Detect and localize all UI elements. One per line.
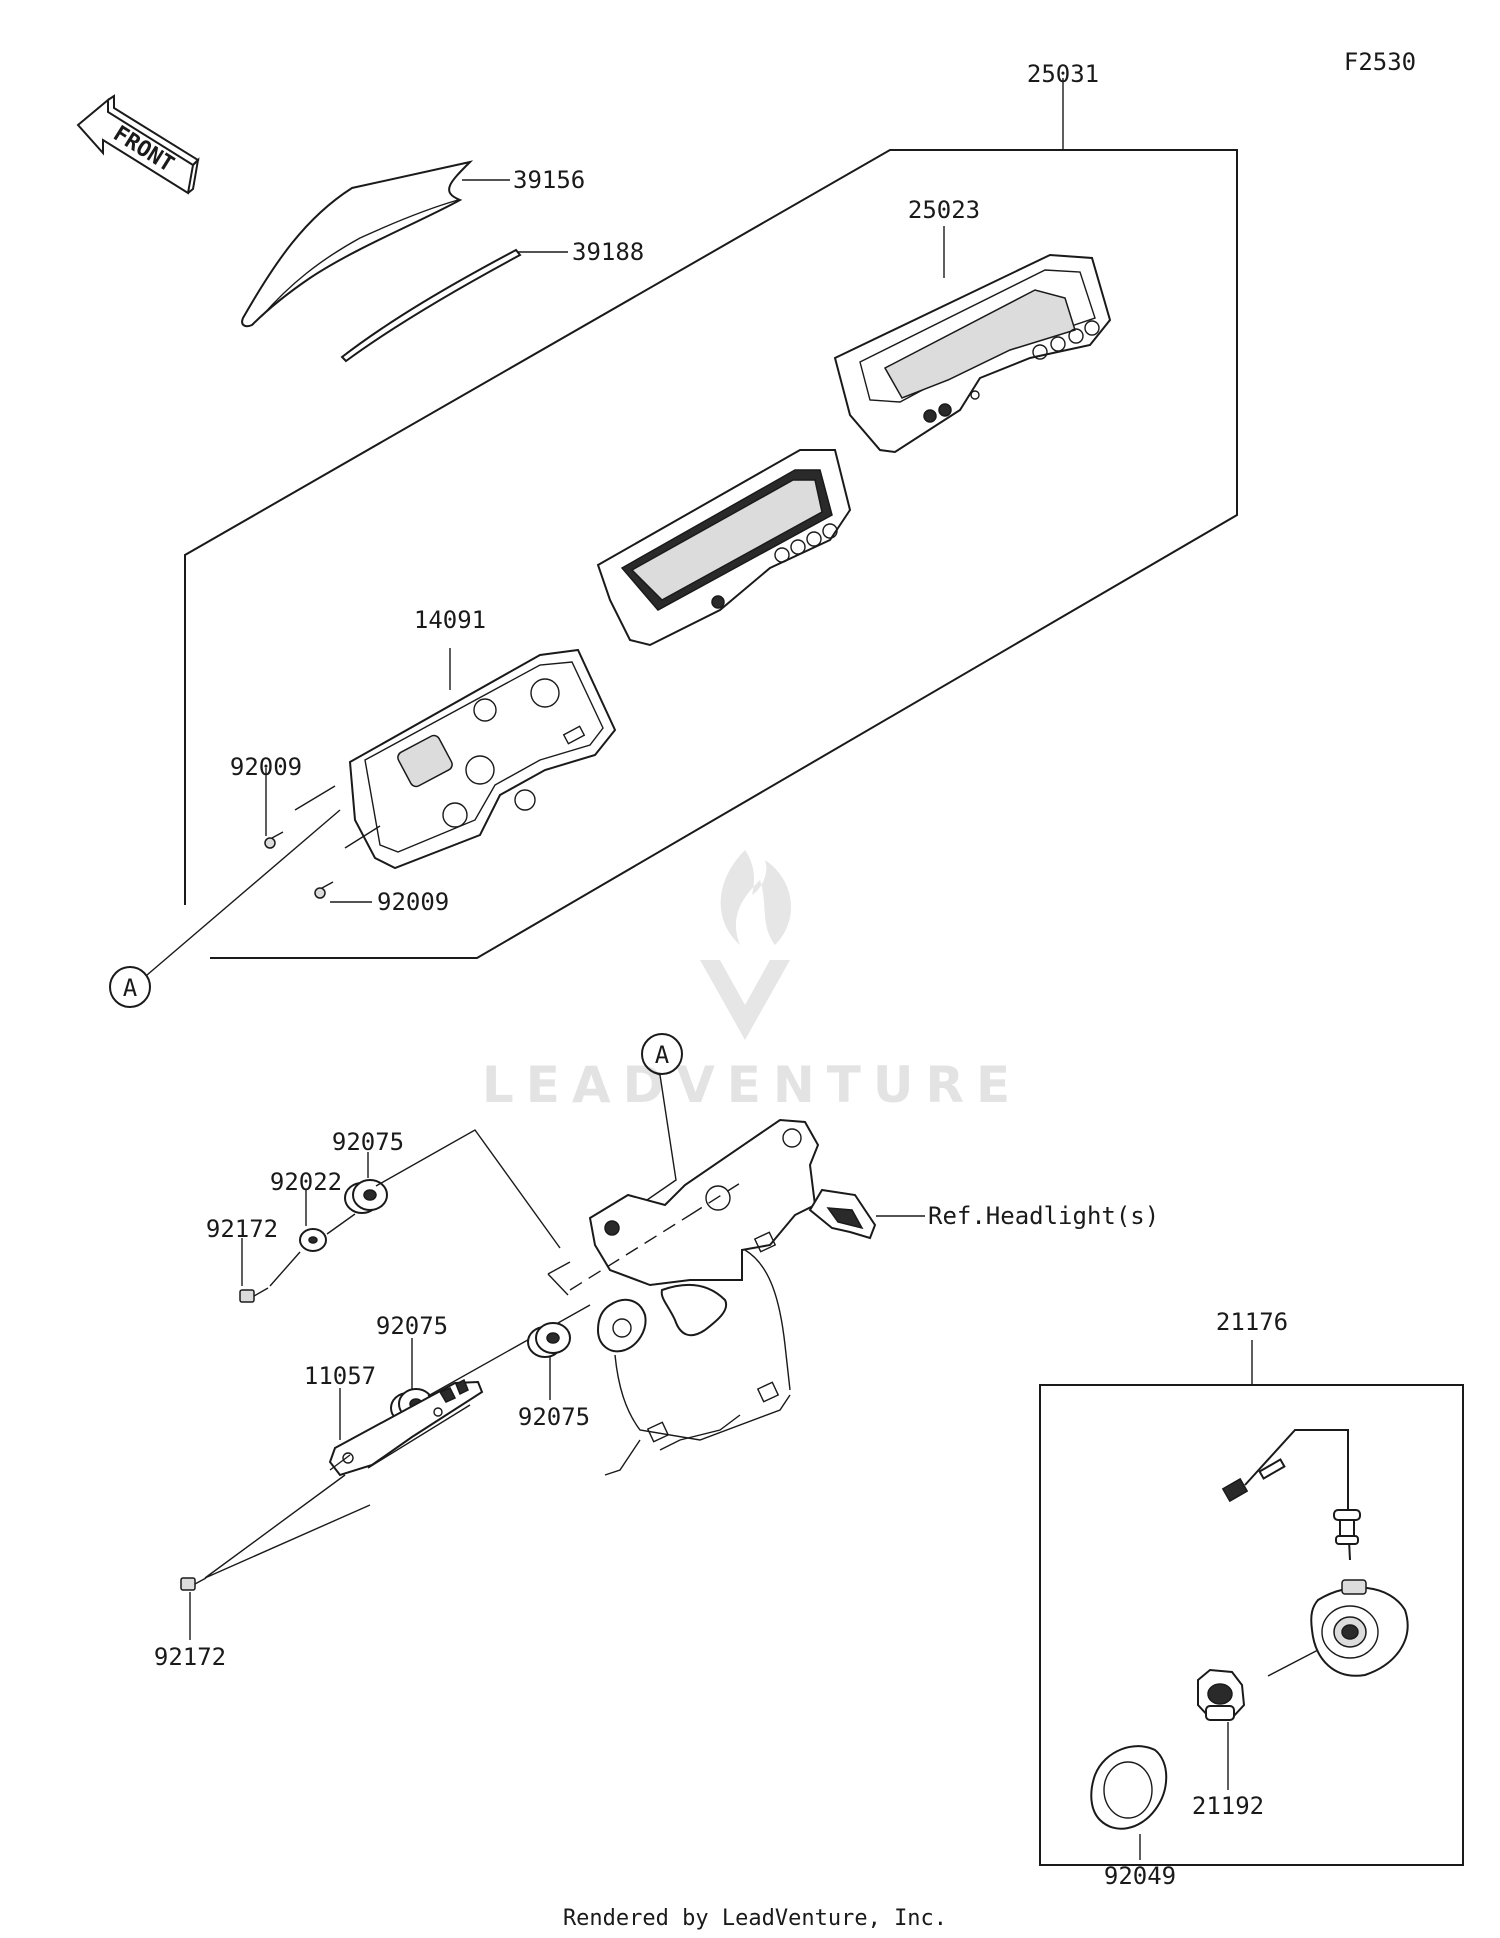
- meter-cover-25023[interactable]: [833, 253, 1112, 454]
- kit-box-25031: [184, 78, 1238, 959]
- label-25023: 25023: [908, 196, 980, 224]
- label-92009-lower: 92009: [377, 888, 449, 916]
- callout-a-top: [109, 966, 151, 1008]
- callout-a-bottom: [641, 1033, 683, 1075]
- meter-case-details: [397, 678, 586, 828]
- bracket-11057[interactable]: [328, 1378, 484, 1477]
- label-21192: 21192: [1192, 1792, 1264, 1820]
- label-39156: 39156: [513, 166, 585, 194]
- watermark-flame-icon: [720, 850, 792, 945]
- display-unit-buttons: [711, 523, 838, 609]
- meter-bracket[interactable]: [569, 1118, 820, 1476]
- label-92172-lower: 92172: [154, 1643, 226, 1671]
- label-39188: 39188: [572, 238, 644, 266]
- washer-92022[interactable]: [299, 1228, 327, 1252]
- trim-strip-39188[interactable]: [340, 248, 522, 363]
- label-92172-upper: 92172: [206, 1215, 278, 1243]
- screw-92009-upper[interactable]: [264, 831, 284, 849]
- label-21176: 21176: [1216, 1308, 1288, 1336]
- callout-a-bottom-label: A: [655, 1041, 670, 1069]
- ref-headlight-label: Ref.Headlight(s): [928, 1202, 1159, 1230]
- damper-92075-top[interactable]: [344, 1179, 388, 1214]
- label-14091: 14091: [414, 606, 486, 634]
- label-92009-upper: 92009: [230, 753, 302, 781]
- diagram-code: F2530: [1344, 48, 1416, 76]
- gear-21192[interactable]: [1197, 1668, 1246, 1721]
- label-25031: 25031: [1027, 60, 1099, 88]
- label-92049: 92049: [1104, 1862, 1176, 1890]
- callout-a-top-label: A: [123, 974, 138, 1002]
- kit-box-21176: [1039, 1340, 1464, 1866]
- label-92075-right: 92075: [518, 1403, 590, 1431]
- meter-case-14091[interactable]: [348, 648, 617, 870]
- label-11057: 11057: [304, 1362, 376, 1390]
- damper-92075-right[interactable]: [527, 1322, 571, 1358]
- lens-cover-39156[interactable]: [241, 160, 474, 328]
- headlight-connector[interactable]: [808, 1188, 877, 1240]
- seal-92049[interactable]: [1090, 1745, 1168, 1830]
- label-92075-top: 92075: [332, 1128, 404, 1156]
- bolt-92172-lower[interactable]: [180, 1577, 207, 1591]
- watermark-text: LEADVENTURE: [482, 1056, 1022, 1114]
- label-92022: 92022: [270, 1168, 342, 1196]
- meter-display-unit[interactable]: [596, 449, 852, 647]
- watermark-v-icon: [700, 960, 790, 1040]
- meter-cover-buttons: [923, 320, 1100, 423]
- screw-92009-lower[interactable]: [314, 881, 334, 899]
- sensor-harness-21176[interactable]: [1221, 1429, 1409, 1677]
- watermark: LEADVENTURE: [482, 850, 1022, 1114]
- bolt-92172-upper[interactable]: [239, 1287, 269, 1303]
- footer-text: Rendered by LeadVenture, Inc.: [563, 1906, 947, 1931]
- label-92075-mid: 92075: [376, 1312, 448, 1340]
- front-arrow-icon: FRONT: [76, 94, 200, 195]
